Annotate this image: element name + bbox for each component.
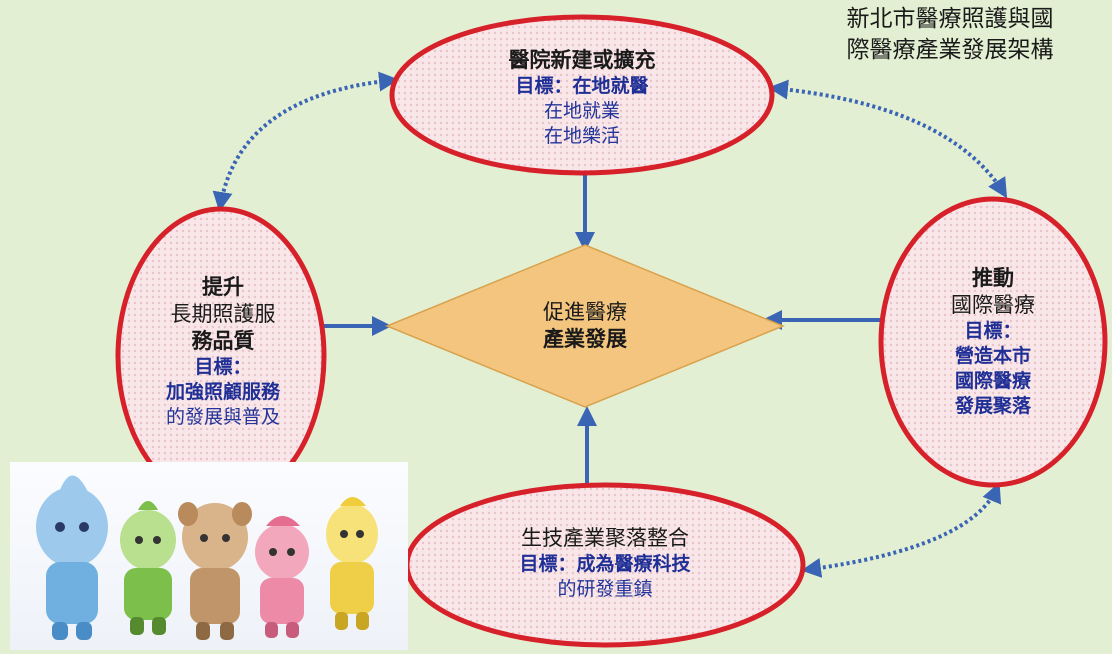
- node-center-goal: 促進醫療 產業發展: [485, 290, 685, 362]
- node-right-goal-2: 國際醫療: [954, 370, 1031, 392]
- node-center-line-2: 產業發展: [543, 327, 627, 351]
- node-left-goal-2: 的發展與普及: [165, 406, 280, 428]
- diagram-title: 新北市醫療照護與國 際醫療產業發展架構: [800, 4, 1100, 66]
- node-left-title-2: 長期照護服: [170, 302, 276, 326]
- node-right-goal-1: 營造本市: [954, 345, 1031, 367]
- node-left-title-1: 提升: [202, 275, 244, 299]
- connector-top-right: [768, 79, 1008, 199]
- node-center-line-1: 促進醫療: [543, 300, 627, 324]
- top-ellipse: [389, 14, 775, 176]
- node-bottom-goal-1: 目標：成為醫療科技: [519, 552, 691, 575]
- node-right-title-2: 國際醫療: [951, 293, 1035, 317]
- tan-mascot-icon: [178, 502, 252, 640]
- node-biotech-cluster: 生技產業聚落整合 目標：成為醫療科技 的研發重鎮: [440, 515, 770, 611]
- right-ellipse: [878, 196, 1108, 488]
- node-top-goal: 目標：在地就醫: [515, 75, 649, 97]
- node-top-goal-3: 在地樂活: [543, 125, 620, 147]
- node-bottom-title: 生技產業聚落整合: [521, 525, 689, 550]
- connector-bottom-right: [801, 482, 1002, 578]
- node-top-goal-2: 在地就業: [543, 100, 620, 122]
- node-top-title: 醫院新建或擴充: [508, 48, 656, 72]
- node-left-goal-label: 目標：: [194, 356, 252, 378]
- blue-mascot-icon: [36, 475, 108, 640]
- title-line-2: 際醫療產業發展架構: [846, 37, 1054, 63]
- connector-top-left: [212, 71, 399, 212]
- node-left-goal-1: 加強照顧服務: [165, 381, 280, 403]
- center-diamond: [385, 244, 785, 408]
- node-bottom-goal-2: 的研發重鎮: [557, 577, 653, 600]
- node-right-goal-3: 發展聚落: [954, 395, 1031, 417]
- mascot-illustration: [10, 462, 408, 650]
- green-mascot-icon: [120, 501, 176, 635]
- node-international-medical: 推動 國際醫療 目標： 營造本市 國際醫療 發展聚落: [903, 242, 1083, 442]
- title-line-1: 新北市醫療照護與國: [846, 6, 1054, 32]
- yellow-mascot-icon: [326, 497, 378, 630]
- node-right-goal-label: 目標：: [964, 320, 1022, 342]
- node-long-term-care: 提升 長期照護服 務品質 目標： 加強照顧服務 的發展與普及: [128, 252, 318, 452]
- node-left-title-3: 務品質: [191, 329, 255, 353]
- node-right-title-1: 推動: [972, 266, 1014, 290]
- pink-mascot-icon: [255, 516, 309, 638]
- node-hospital-expansion: 醫院新建或擴充 目標：在地就醫 在地就業 在地樂活: [432, 38, 732, 158]
